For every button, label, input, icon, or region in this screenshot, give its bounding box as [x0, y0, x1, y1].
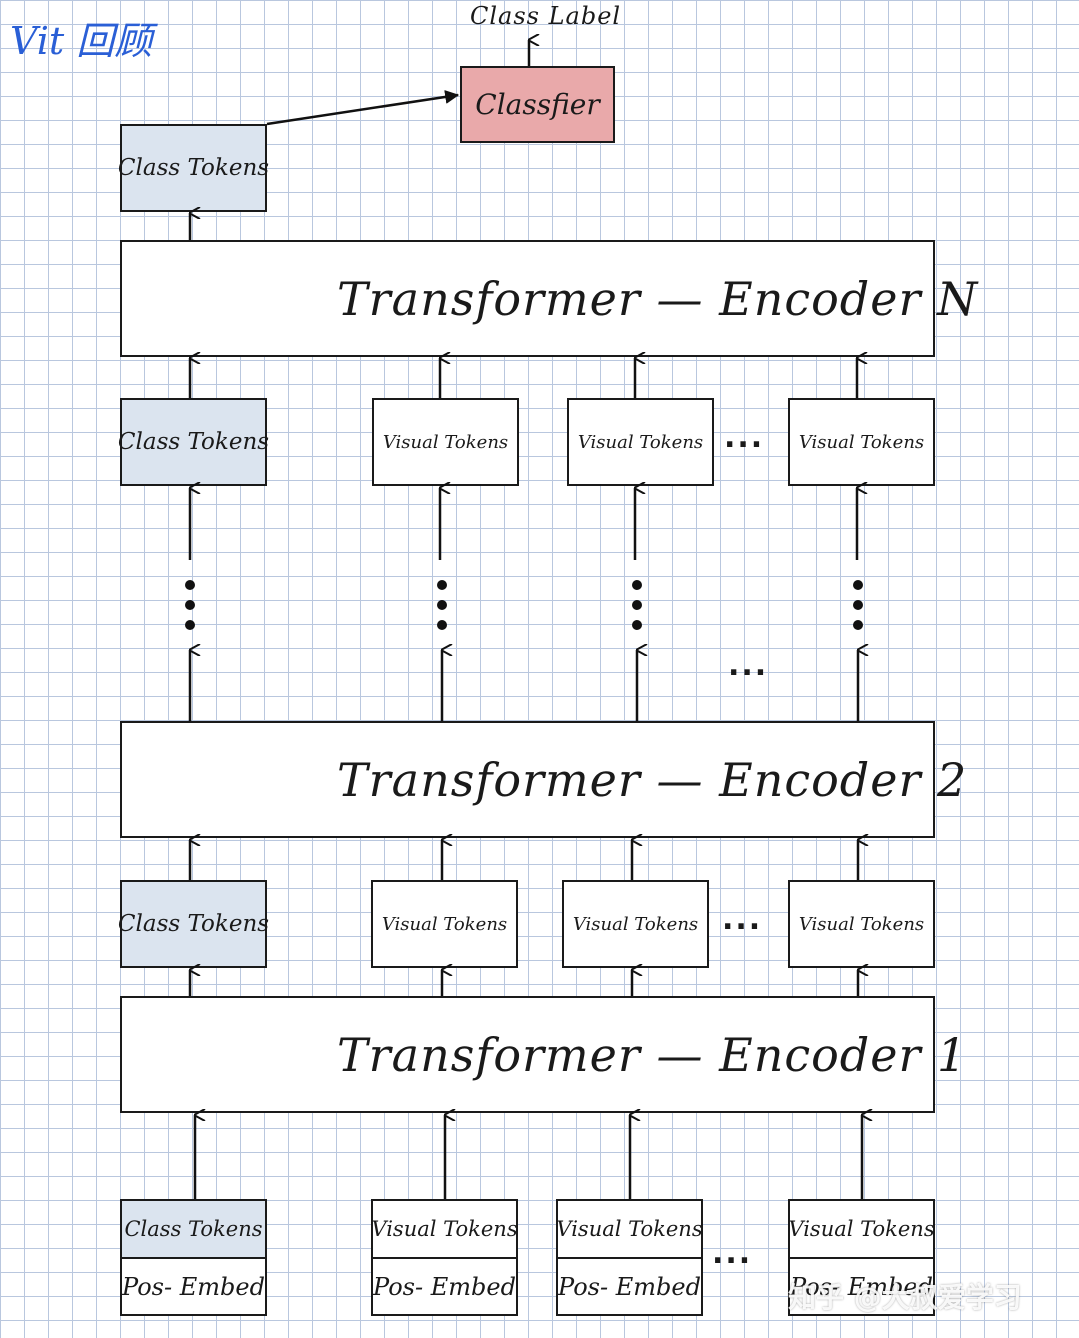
ellipsis-row-n: ...	[724, 420, 765, 455]
transformer-encoder-2: Transformer — Encoder 2	[120, 721, 966, 838]
input-visual-tokens-2: Visual Tokens	[556, 1199, 703, 1259]
input-pos-embed-4: Pos- Embed	[788, 1259, 935, 1316]
classifier-box: Classfier	[460, 66, 615, 143]
ellipsis-middle: ...	[728, 648, 769, 683]
arrow-class-token-to-classifier	[266, 90, 460, 126]
input-pos-embed-3: Pos- Embed	[556, 1259, 703, 1316]
visual-tokens-row-n-2: Visual Tokens	[567, 398, 714, 486]
encoder-2-label: Transformer — Encoder 2	[337, 753, 968, 807]
watermark: 知乎 @大叔爱学习	[788, 1281, 1022, 1314]
ellipsis-input: ...	[712, 1236, 753, 1271]
vertical-dots-col-3	[632, 580, 642, 640]
visual-tokens-row-2-2: Visual Tokens	[562, 880, 709, 968]
input-visual-tokens-3: Visual Tokens	[788, 1199, 935, 1259]
input-pos-embed-2: Pos- Embed	[371, 1259, 518, 1316]
input-visual-tokens-1: Visual Tokens	[371, 1199, 518, 1259]
vertical-dots-col-2	[437, 580, 447, 640]
ellipsis-row-2: ...	[722, 902, 763, 937]
class-label-output: Class Label	[470, 2, 622, 30]
transformer-encoder-1: Transformer — Encoder 1	[120, 996, 966, 1113]
visual-tokens-row-2-3: Visual Tokens	[788, 880, 935, 968]
visual-tokens-row-2-1: Visual Tokens	[371, 880, 518, 968]
class-tokens-output: Class Tokens	[118, 124, 269, 212]
input-pos-embed-1: Pos- Embed	[120, 1259, 267, 1316]
encoder-1-label: Transformer — Encoder 1	[337, 1028, 968, 1082]
visual-tokens-row-n-1: Visual Tokens	[372, 398, 519, 486]
vertical-dots-col-1	[185, 580, 195, 640]
visual-tokens-row-n-3: Visual Tokens	[788, 398, 935, 486]
class-tokens-row-n: Class Tokens	[118, 398, 269, 486]
vertical-dots-col-4	[853, 580, 863, 640]
diagram-title: Vit 回顾	[10, 19, 153, 63]
transformer-encoder-n: Transformer — Encoder N	[120, 240, 977, 357]
encoder-n-label: Transformer — Encoder N	[337, 272, 979, 326]
input-class-tokens: Class Tokens	[120, 1199, 267, 1259]
